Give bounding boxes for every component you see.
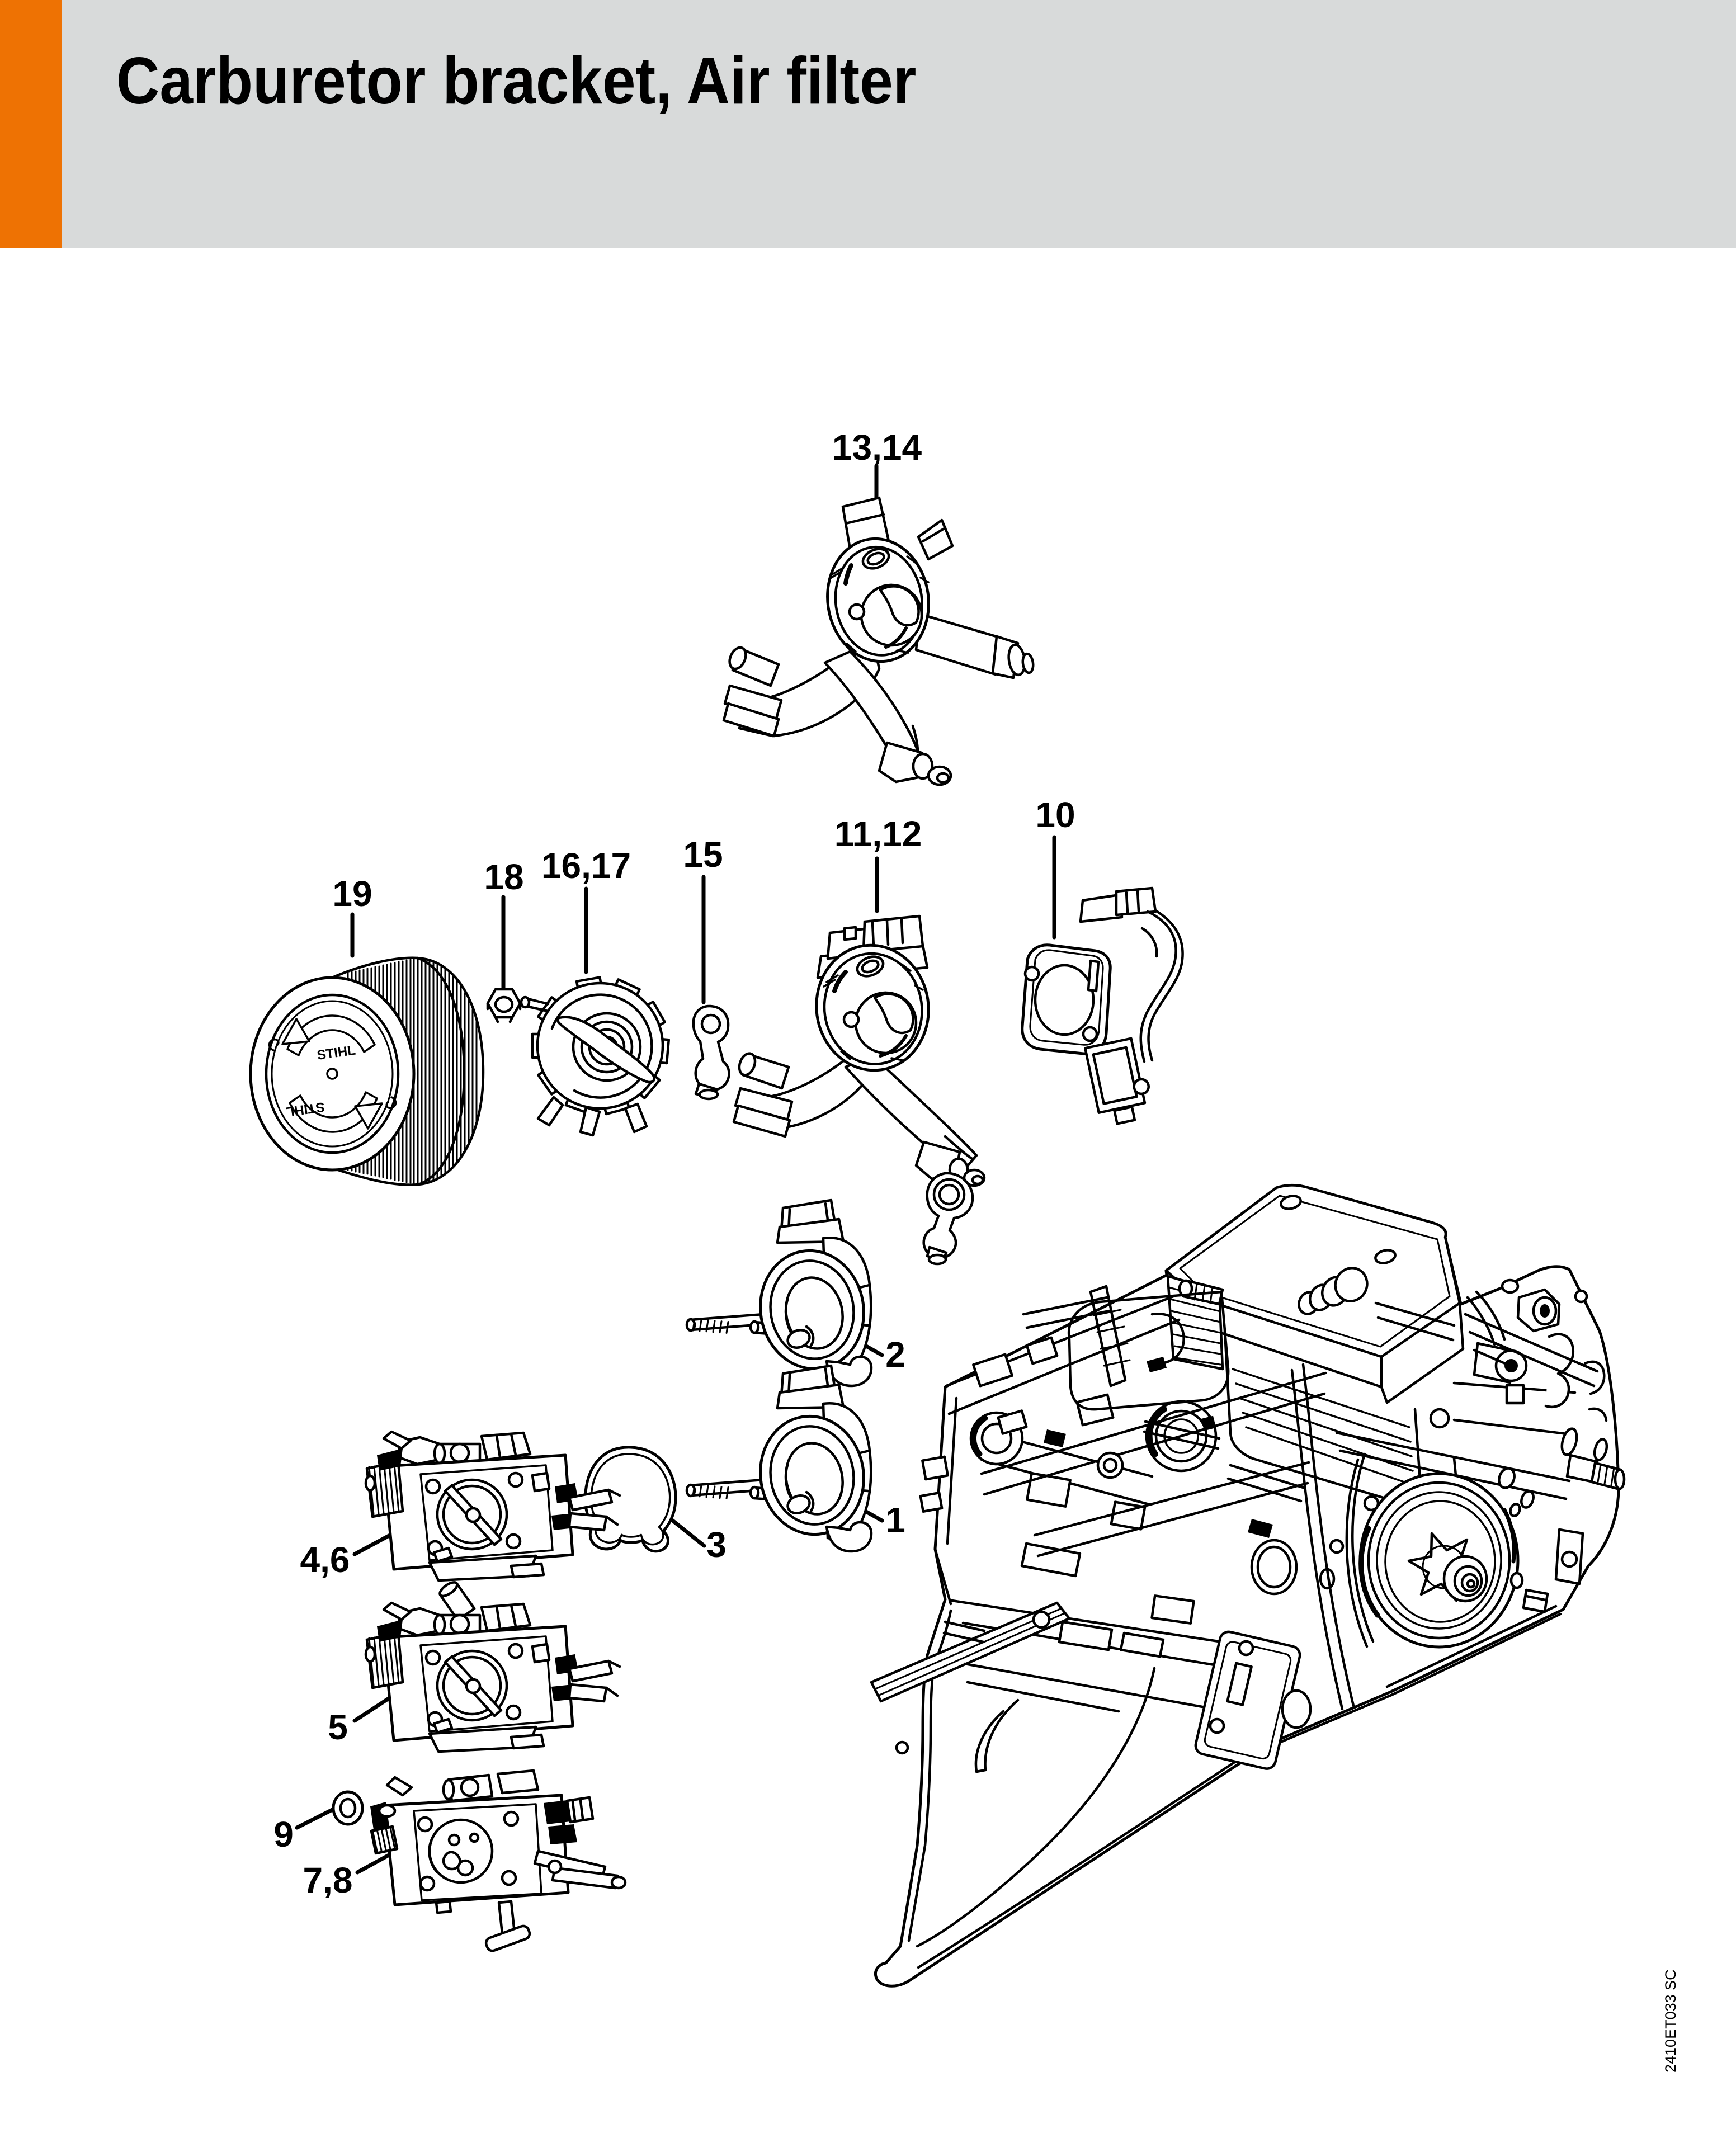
svg-text:4,6: 4,6	[300, 1540, 350, 1580]
svg-text:18: 18	[484, 857, 523, 897]
svg-text:11,12: 11,12	[834, 814, 922, 854]
svg-text:5: 5	[328, 1707, 348, 1747]
svg-text:16,17: 16,17	[541, 846, 631, 886]
svg-text:1: 1	[885, 1500, 905, 1540]
svg-text:15: 15	[683, 834, 723, 875]
svg-text:2: 2	[885, 1334, 905, 1375]
svg-text:2410ET033 SC: 2410ET033 SC	[1662, 1969, 1679, 2073]
svg-text:19: 19	[332, 874, 372, 914]
svg-text:9: 9	[273, 1814, 294, 1854]
svg-text:13,14: 13,14	[832, 427, 922, 468]
svg-text:7,8: 7,8	[303, 1860, 353, 1900]
svg-text:3: 3	[706, 1525, 727, 1565]
svg-text:10: 10	[1035, 795, 1075, 835]
